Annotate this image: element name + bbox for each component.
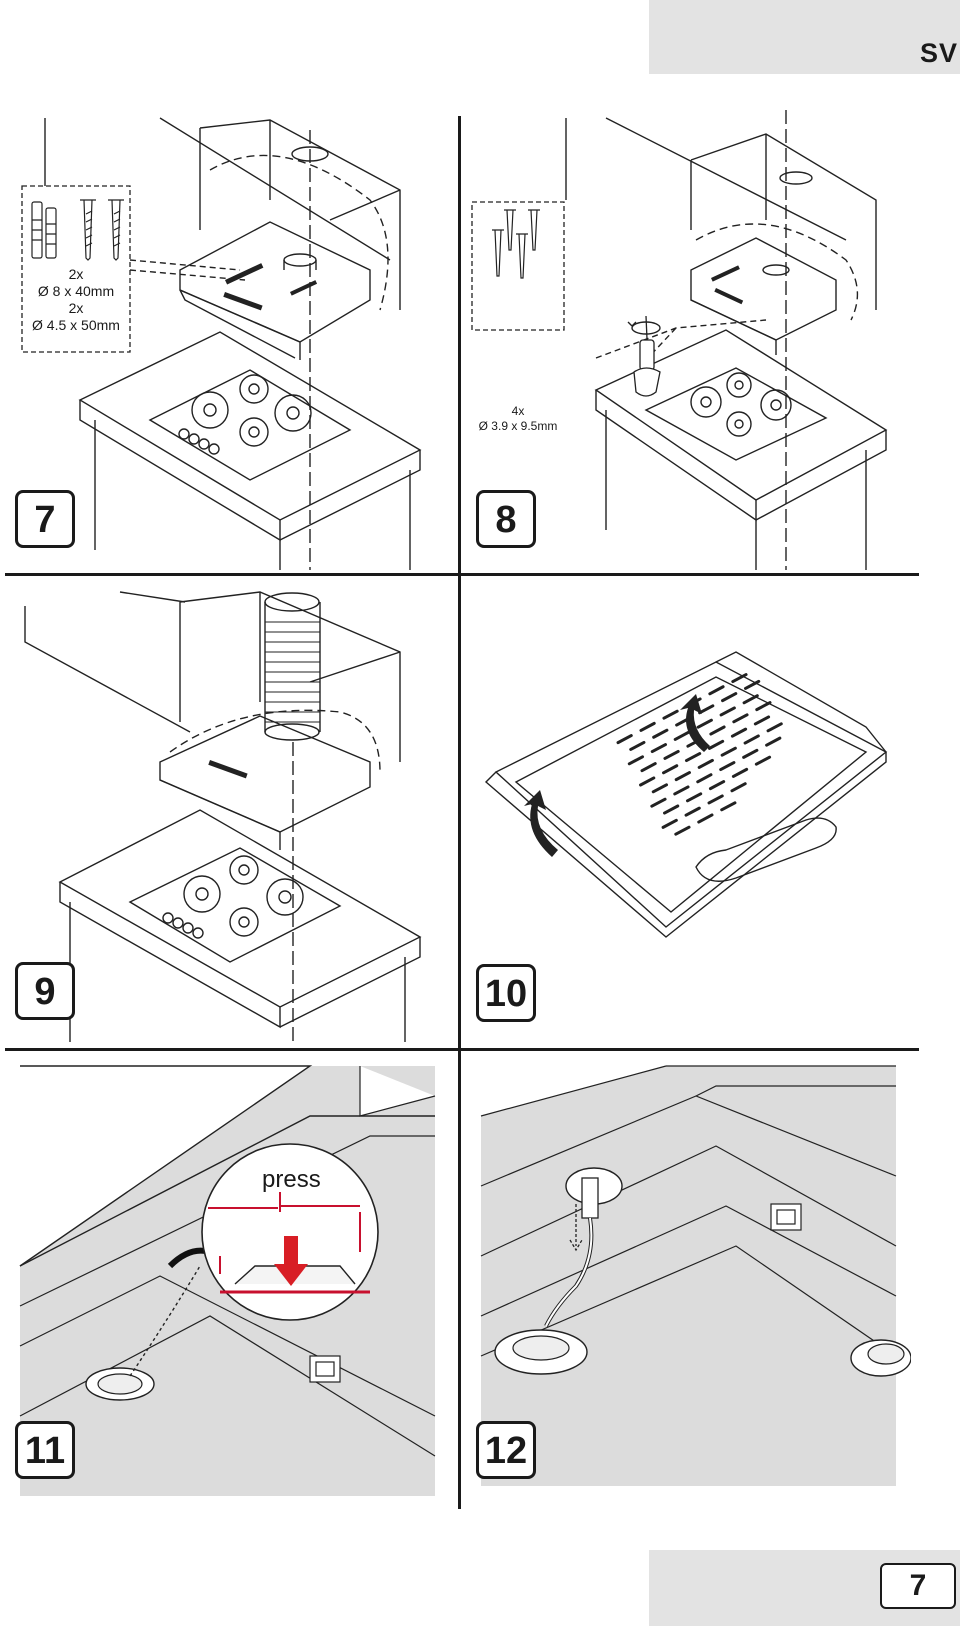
step-12-badge: 12 — [476, 1421, 536, 1479]
step-7-screw-qty: 2x — [68, 300, 84, 316]
step-7-fixing-spec: 2x Ø 8 x 40mm 2x Ø 4.5 x 50mm — [22, 266, 130, 334]
step-8-screw-qty: 4x — [511, 404, 525, 418]
page-number: 7 — [880, 1563, 956, 1609]
step-12-panel: 12 — [466, 1056, 911, 1496]
step-7-badge: 7 — [15, 490, 75, 548]
step-9-badge: 9 — [15, 962, 75, 1020]
step-12-illustration — [480, 1065, 911, 1486]
column-divider — [458, 116, 461, 1509]
step-7-illustration — [21, 117, 422, 570]
step-8-illustration — [471, 110, 888, 570]
row-divider-2 — [5, 1048, 919, 1051]
step-7-screw-size: Ø 4.5 x 50mm — [32, 317, 120, 333]
row-divider-1 — [5, 573, 919, 576]
language-code: SV — [919, 38, 958, 68]
step-10-panel: 10 — [466, 582, 911, 1042]
step-8-fixing-spec: 4x Ø 3.9 x 9.5mm — [472, 404, 564, 434]
step-10-illustration — [484, 651, 888, 938]
step-11-panel: press 11 — [10, 1056, 450, 1496]
lift-arrow-icon — [524, 790, 558, 857]
step-9-panel: 9 — [10, 582, 450, 1042]
step-7-panel: 2x Ø 8 x 40mm 2x Ø 4.5 x 50mm 7 — [10, 110, 450, 570]
step-8-panel: 4x Ø 3.9 x 9.5mm 8 — [466, 110, 911, 570]
screwdriver-icon — [633, 315, 661, 397]
step-11-illustration — [19, 1065, 436, 1496]
language-tab: SV — [649, 0, 960, 74]
screw-icon — [80, 199, 124, 261]
step-7-plug-qty: 2x — [68, 266, 84, 282]
step-8-badge: 8 — [476, 490, 536, 548]
step-9-illustration — [24, 591, 422, 1042]
press-arrow-icon — [274, 1236, 308, 1286]
screw-icon — [492, 209, 540, 279]
step-7-plug-size: Ø 8 x 40mm — [37, 283, 115, 299]
wall-plug-icon — [31, 201, 57, 259]
lift-arrow-icon — [680, 694, 710, 752]
rotate-arrow-icon — [627, 321, 661, 335]
step-11-badge: 11 — [15, 1421, 75, 1479]
step-10-badge: 10 — [476, 964, 536, 1022]
step-11-press-label: press — [262, 1166, 321, 1193]
step-8-screw-size: Ø 3.9 x 9.5mm — [478, 419, 558, 433]
